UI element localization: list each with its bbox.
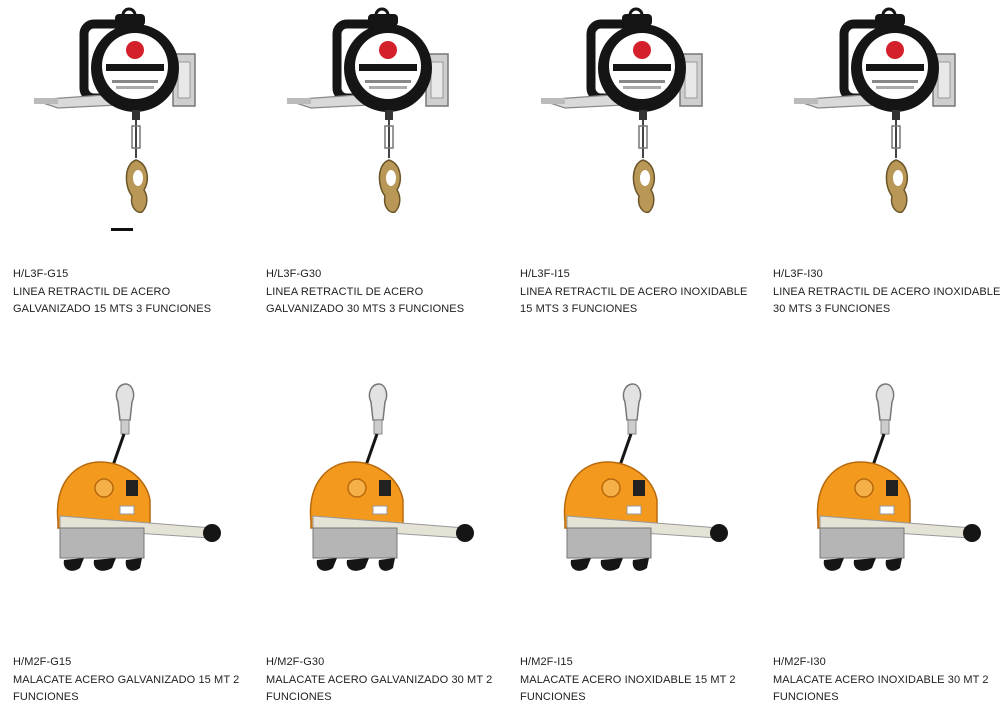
product-code: H/M2F-G15	[13, 656, 72, 668]
product-code: H/L3F-I15	[520, 268, 570, 280]
product-caption[interactable]: H/M2F-G30 MALACATE ACERO GALVANIZADO 30 …	[266, 654, 498, 707]
selection-indicator	[111, 228, 133, 231]
product-caption[interactable]: H/M2F-I15 MALACATE ACERO INOXIDABLE 15 M…	[520, 654, 752, 707]
product-card[interactable]: H/M2F-G15 MALACATE ACERO GALVANIZADO 15 …	[0, 370, 240, 711]
product-caption[interactable]: H/L3F-G30 LINEA RETRACTIL DE ACERO GALVA…	[266, 266, 498, 319]
product-card[interactable]: H/M2F-G30 MALACATE ACERO GALVANIZADO 30 …	[253, 370, 493, 711]
product-caption[interactable]: H/M2F-I30 MALACATE ACERO INOXIDABLE 30 M…	[773, 654, 1000, 707]
product-name: LINEA RETRACTIL DE ACERO INOXIDABLE 30 M…	[773, 285, 1000, 316]
product-name: LINEA RETRACTIL DE ACERO INOXIDABLE 15 M…	[520, 285, 748, 316]
product-code: H/L3F-G30	[266, 268, 322, 280]
product-name: MALACATE ACERO GALVANIZADO 30 MT 2 FUNCI…	[266, 673, 493, 704]
product-image[interactable]	[253, 0, 493, 230]
product-name: LINEA RETRACTIL DE ACERO GALVANIZADO 30 …	[266, 285, 465, 316]
product-card[interactable]: H/L3F-G30 LINEA RETRACTIL DE ACERO GALVA…	[253, 0, 493, 330]
product-image[interactable]	[0, 370, 240, 590]
product-card[interactable]: H/L3F-I15 LINEA RETRACTIL DE ACERO INOXI…	[507, 0, 747, 330]
product-caption[interactable]: H/M2F-G15 MALACATE ACERO GALVANIZADO 15 …	[13, 654, 245, 707]
product-code: H/M2F-I30	[773, 656, 826, 668]
product-code: H/M2F-I15	[520, 656, 573, 668]
product-code: H/L3F-I30	[773, 268, 823, 280]
product-image[interactable]	[507, 370, 747, 590]
product-card[interactable]: H/L3F-I30 LINEA RETRACTIL DE ACERO INOXI…	[760, 0, 1000, 330]
product-card[interactable]: H/L3F-G15 LINEA RETRACTIL DE ACERO GALVA…	[0, 0, 240, 330]
product-caption[interactable]: H/L3F-I30 LINEA RETRACTIL DE ACERO INOXI…	[773, 266, 1000, 319]
product-name: MALACATE ACERO GALVANIZADO 15 MT 2 FUNCI…	[13, 673, 240, 704]
product-image[interactable]	[760, 370, 1000, 590]
product-image[interactable]	[253, 370, 493, 590]
product-name: LINEA RETRACTIL DE ACERO GALVANIZADO 15 …	[13, 285, 212, 316]
product-code: H/L3F-G15	[13, 268, 69, 280]
product-code: H/M2F-G30	[266, 656, 325, 668]
product-image[interactable]	[760, 0, 1000, 230]
product-name: MALACATE ACERO INOXIDABLE 15 MT 2 FUNCIO…	[520, 673, 736, 704]
product-caption[interactable]: H/L3F-G15 LINEA RETRACTIL DE ACERO GALVA…	[13, 266, 245, 319]
product-image[interactable]	[507, 0, 747, 230]
product-name: MALACATE ACERO INOXIDABLE 30 MT 2 FUNCIO…	[773, 673, 989, 704]
product-image[interactable]	[0, 0, 240, 230]
product-card[interactable]: H/M2F-I30 MALACATE ACERO INOXIDABLE 30 M…	[760, 370, 1000, 711]
product-caption[interactable]: H/L3F-I15 LINEA RETRACTIL DE ACERO INOXI…	[520, 266, 752, 319]
product-card[interactable]: H/M2F-I15 MALACATE ACERO INOXIDABLE 15 M…	[507, 370, 747, 711]
